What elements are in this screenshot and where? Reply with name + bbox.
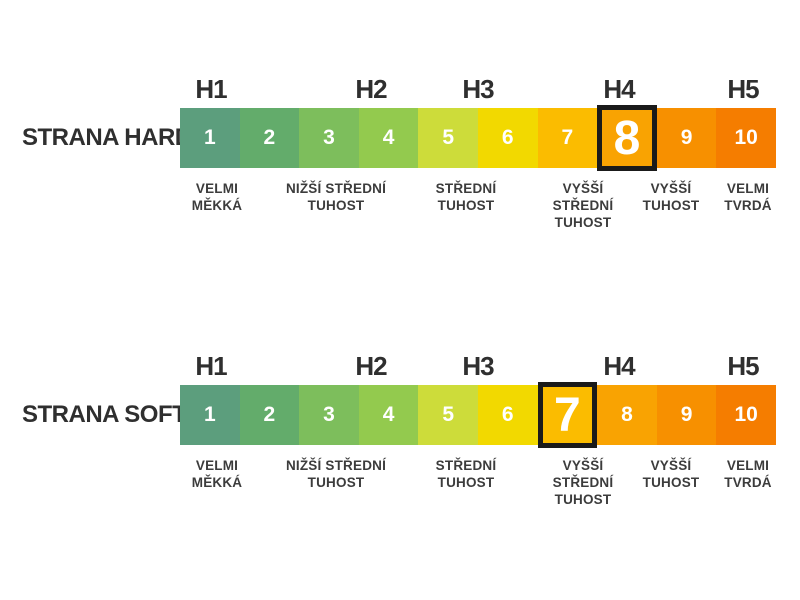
firmness-category-label: STŘEDNÍ TUHOST (435, 458, 497, 490)
hardness-class-label: H4 (603, 74, 635, 104)
hardness-class-label: H2 (355, 74, 387, 104)
hardness-class-label: H1 (195, 74, 227, 104)
scale-side-title: STRANA HARD (22, 124, 192, 151)
firmness-cell: 4 (358, 385, 419, 445)
firmness-cell: 10 (716, 385, 776, 445)
firmness-category-label: VYŠŠÍ STŘEDNÍ TUHOST (552, 458, 614, 507)
firmness-cell-highlighted: 8 (597, 105, 657, 171)
hardness-class-row: H1 H2 H3 H4 H5 (0, 349, 800, 385)
hardness-class-label: H3 (462, 74, 494, 104)
firmness-cell: 3 (299, 108, 359, 168)
firmness-category-label: VYŠŠÍ TUHOST (642, 458, 700, 490)
hardness-class-label: H3 (462, 351, 494, 381)
hardness-class-label: H2 (355, 351, 387, 381)
firmness-cell: 1 (180, 385, 240, 445)
firmness-cell-highlighted: 7 (537, 382, 598, 448)
firmness-cell: 8 (597, 385, 657, 445)
firmness-cell: 7 (537, 108, 598, 168)
firmness-cell: 1 (180, 108, 240, 168)
hardness-class-label: H5 (727, 74, 759, 104)
firmness-cell: 10 (716, 108, 776, 168)
firmness-category-label: NIŽŠÍ STŘEDNÍ TUHOST (285, 458, 387, 490)
hardness-class-label: H5 (727, 351, 759, 381)
firmness-cell: 3 (299, 385, 359, 445)
firmness-category-label: VELMI MĚKKÁ (191, 458, 243, 490)
firmness-category-label: VYŠŠÍ TUHOST (642, 181, 700, 213)
hardness-class-row: H1 H2 H3 H4 H5 (0, 72, 800, 108)
hardness-class-label: H4 (603, 351, 635, 381)
firmness-cell: 2 (239, 108, 300, 168)
firmness-cell: 4 (358, 108, 419, 168)
firmness-cell: 6 (477, 108, 538, 168)
firmness-label-row: VELMI MĚKKÁ NIŽŠÍ STŘEDNÍ TUHOST STŘEDNÍ T… (0, 180, 800, 244)
scale-side-title: STRANA SOFT (22, 401, 187, 428)
firmness-category-label: VELMI MĚKKÁ (191, 181, 243, 213)
firmness-category-label: VYŠŠÍ STŘEDNÍ TUHOST (552, 181, 614, 230)
firmness-cell: 6 (477, 385, 538, 445)
firmness-category-label: VELMI TVRDÁ (724, 181, 772, 213)
firmness-label-row: VELMI MĚKKÁ NIŽŠÍ STŘEDNÍ TUHOST STŘEDNÍ T… (0, 457, 800, 521)
firmness-category-label: STŘEDNÍ TUHOST (435, 181, 497, 213)
firmness-category-label: NIŽŠÍ STŘEDNÍ TUHOST (285, 181, 387, 213)
firmness-cell: 5 (418, 108, 478, 168)
firmness-cell: 9 (656, 385, 717, 445)
hardness-class-label: H1 (195, 351, 227, 381)
firmness-cell: 5 (418, 385, 478, 445)
firmness-category-label: VELMI TVRDÁ (724, 458, 772, 490)
firmness-cell: 9 (656, 108, 717, 168)
firmness-cell: 2 (239, 385, 300, 445)
